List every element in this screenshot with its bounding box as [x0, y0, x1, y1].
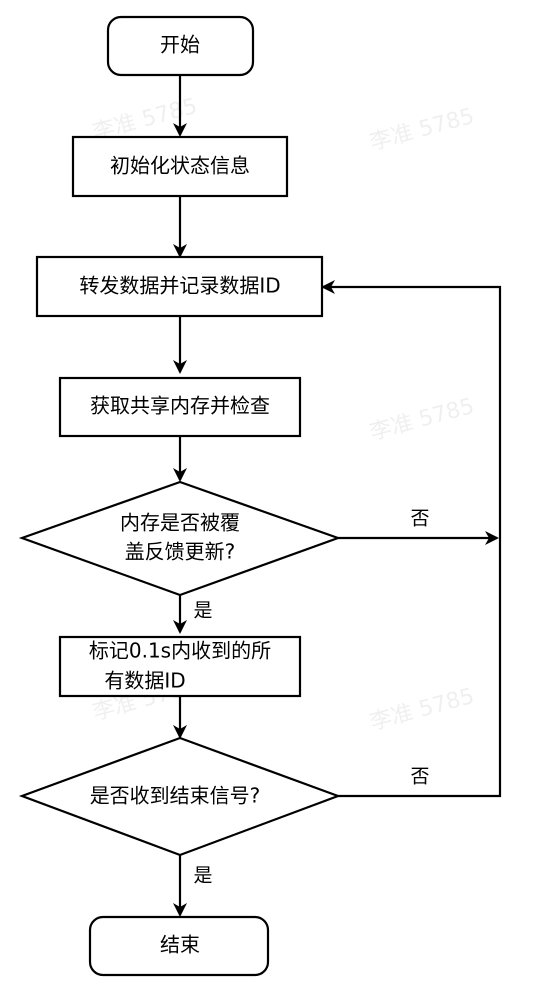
init-label: 初始化状态信息 — [110, 154, 250, 178]
edge-label-mem-no: 否 — [410, 508, 429, 530]
mark-line-1: 标记0.1s内收到的所 — [89, 639, 271, 663]
mark-node — [58, 635, 302, 698]
forward-node — [35, 255, 324, 318]
start-label: 开始 — [160, 33, 200, 57]
forward-label: 转发数据并记录数据ID — [79, 274, 280, 298]
decision-mem-line-2: 盖反馈更新? — [125, 540, 236, 564]
end-label: 结束 — [160, 933, 200, 957]
shm-label: 获取共享内存并检查 — [90, 394, 270, 418]
end-node — [88, 915, 270, 977]
decision-mem-line-1: 内存是否被覆 — [120, 511, 240, 535]
shm-node — [58, 376, 302, 438]
edge-label-end-no: 否 — [410, 766, 429, 788]
edge-end-no-loop — [321, 280, 502, 798]
watermark-4: 李准 5785 — [367, 394, 477, 446]
watermark-6: 李准 5785 — [367, 684, 477, 736]
start-node — [106, 15, 255, 77]
edge-label-mem-yes: 是 — [193, 600, 212, 622]
decision-mem-node — [18, 480, 342, 597]
decision-end-label: 是否收到结束信号? — [90, 784, 261, 808]
watermark-2: 李准 5785 — [367, 104, 477, 156]
init-node — [71, 135, 289, 198]
edge-label-end-yes: 是 — [193, 865, 212, 887]
mark-line-2: 有数据ID — [104, 669, 185, 693]
decision-end-node — [18, 736, 342, 857]
